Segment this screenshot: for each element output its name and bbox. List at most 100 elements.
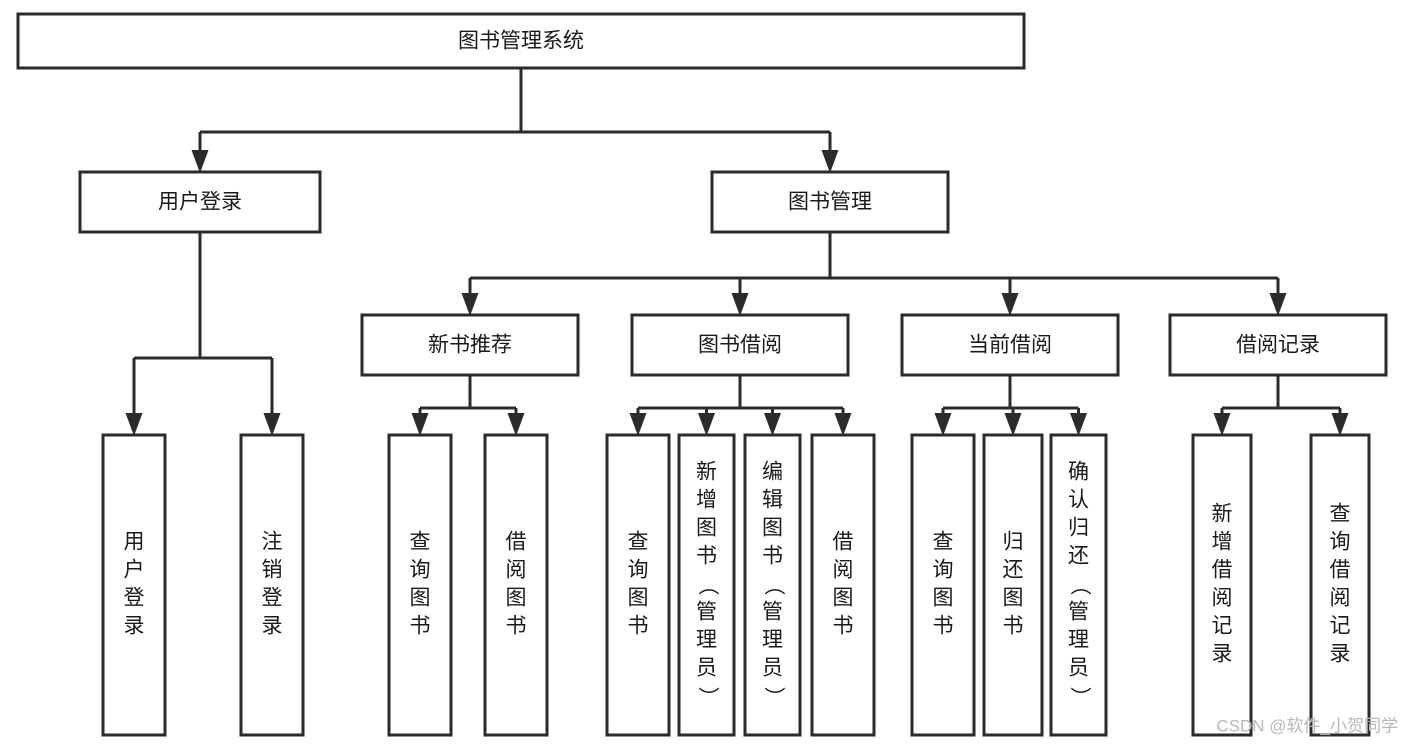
node-label-char: 管	[1068, 601, 1089, 624]
node-box-leaf-query-book-3[interactable]	[910, 433, 976, 737]
edge-group-root	[191, 68, 839, 173]
arrow-head-icon	[1269, 293, 1287, 316]
node-new-book-rec[interactable]: 新书推荐	[360, 313, 580, 377]
node-label-char: 阅	[833, 559, 854, 582]
node-label-root: 图书管理系统	[458, 30, 584, 53]
node-label-user-login: 用户登录	[158, 191, 242, 214]
arrow-head-icon	[834, 413, 852, 436]
arrow-head-icon	[1213, 413, 1231, 436]
node-label-char: 理	[696, 629, 717, 652]
node-label-char: 辑	[762, 489, 783, 512]
edge-group-borrow-record	[1213, 375, 1349, 436]
node-label-char: 图	[410, 587, 431, 610]
node-leaf-borrow-book-2[interactable]: 借阅图书借阅图书	[810, 433, 876, 737]
node-box-leaf-logout[interactable]	[239, 433, 305, 737]
node-label-char: 录	[1212, 643, 1233, 666]
node-label-char: 图	[696, 517, 717, 540]
node-leaf-user-login[interactable]: 用户登录用户登录	[101, 433, 167, 737]
node-label-char: 书	[410, 615, 431, 638]
node-label-char: 录	[1330, 643, 1351, 666]
arrow-head-icon	[698, 413, 715, 436]
node-box-leaf-query-record[interactable]	[1309, 433, 1371, 737]
node-label-char: 销	[262, 559, 283, 582]
node-box-root[interactable]	[16, 12, 1026, 70]
node-box-leaf-edit-book[interactable]	[743, 433, 802, 737]
node-label-char: 登	[124, 587, 145, 610]
node-leaf-query-book-1[interactable]: 查询图书查询图书	[387, 433, 453, 737]
node-box-leaf-confirm-return[interactable]	[1049, 433, 1108, 737]
node-label-char: 借	[506, 531, 527, 554]
node-box-leaf-user-login[interactable]	[101, 433, 167, 737]
node-label-char: 询	[933, 559, 954, 582]
node-label-char: 注	[262, 531, 283, 554]
node-label-char: 阅	[506, 559, 527, 582]
node-leaf-query-book-2[interactable]: 查询图书查询图书	[605, 433, 671, 737]
node-box-leaf-return-book[interactable]	[982, 433, 1044, 737]
node-label-char: 理	[1068, 629, 1089, 652]
arrow-head-icon	[764, 413, 781, 436]
node-label-char: 归	[1003, 531, 1024, 554]
edge-group-user-login	[125, 232, 281, 436]
node-label-char: 书	[696, 545, 717, 568]
node-label-char: 新	[1212, 503, 1233, 526]
node-box-current-borrow[interactable]	[900, 313, 1120, 377]
node-box-new-book-rec[interactable]	[360, 313, 580, 377]
node-box-book-manage[interactable]	[710, 170, 950, 234]
node-label-char: 借	[1212, 559, 1233, 582]
node-label-char: 书	[762, 545, 783, 568]
node-user-login[interactable]: 用户登录	[78, 170, 322, 234]
node-book-manage[interactable]: 图书管理	[710, 170, 950, 234]
node-label-char: 图	[833, 587, 854, 610]
edges-layer	[125, 68, 1349, 436]
node-box-borrow-record[interactable]	[1168, 313, 1388, 377]
node-leaf-return-book[interactable]: 归还图书归还图书	[982, 433, 1044, 737]
node-leaf-query-book-3[interactable]: 查询图书查询图书	[910, 433, 976, 737]
node-box-leaf-add-book[interactable]	[677, 433, 736, 737]
node-book-borrow[interactable]: 图书借阅	[630, 313, 850, 377]
arrow-head-icon	[731, 293, 749, 316]
node-label-char: 理	[762, 629, 783, 652]
node-box-leaf-add-record[interactable]	[1191, 433, 1253, 737]
node-box-leaf-borrow-book-2[interactable]	[810, 433, 876, 737]
node-borrow-record[interactable]: 借阅记录	[1168, 313, 1388, 377]
node-current-borrow[interactable]: 当前借阅	[900, 313, 1120, 377]
node-box-book-borrow[interactable]	[630, 313, 850, 377]
arrow-head-icon	[461, 293, 479, 316]
node-label-char: 确	[1068, 461, 1089, 484]
node-label-char: 认	[1068, 489, 1089, 512]
arrow-head-icon	[191, 150, 209, 173]
node-label-char: 查	[628, 531, 649, 554]
node-label-char: 阅	[1212, 587, 1233, 610]
node-label-char: 查	[410, 531, 431, 554]
node-leaf-add-record[interactable]: 新增借阅记录新增借阅记录	[1191, 433, 1253, 737]
node-label-char: 书	[506, 615, 527, 638]
node-label-char: 管	[762, 601, 783, 624]
arrow-head-icon	[263, 413, 281, 436]
node-label-book-borrow: 图书借阅	[698, 334, 782, 357]
node-label-borrow-record: 借阅记录	[1236, 334, 1320, 357]
node-label-char: 员	[762, 657, 783, 680]
node-label-char: 图	[628, 587, 649, 610]
node-box-leaf-borrow-book-1[interactable]	[483, 433, 549, 737]
node-label-char: （	[696, 575, 719, 596]
node-root[interactable]: 图书管理系统	[16, 12, 1026, 70]
node-box-leaf-query-book-2[interactable]	[605, 433, 671, 737]
node-box-user-login[interactable]	[78, 170, 322, 234]
node-leaf-borrow-book-1[interactable]: 借阅图书借阅图书	[483, 433, 549, 737]
node-label-char: 询	[410, 559, 431, 582]
node-leaf-query-record[interactable]: 查询借阅记录查询借阅记录	[1309, 433, 1371, 737]
node-label-char: 查	[933, 531, 954, 554]
node-label-char: （	[1068, 575, 1091, 596]
node-label-char: 还	[1068, 545, 1089, 568]
node-label-char: 还	[1003, 559, 1024, 582]
node-leaf-logout[interactable]: 注销登录注销登录	[239, 433, 305, 737]
node-label-char: 图	[933, 587, 954, 610]
node-box-leaf-query-book-1[interactable]	[387, 433, 453, 737]
arrow-head-icon	[629, 413, 647, 436]
edge-group-book-manage	[461, 232, 1287, 316]
arrow-head-icon	[1070, 413, 1087, 436]
